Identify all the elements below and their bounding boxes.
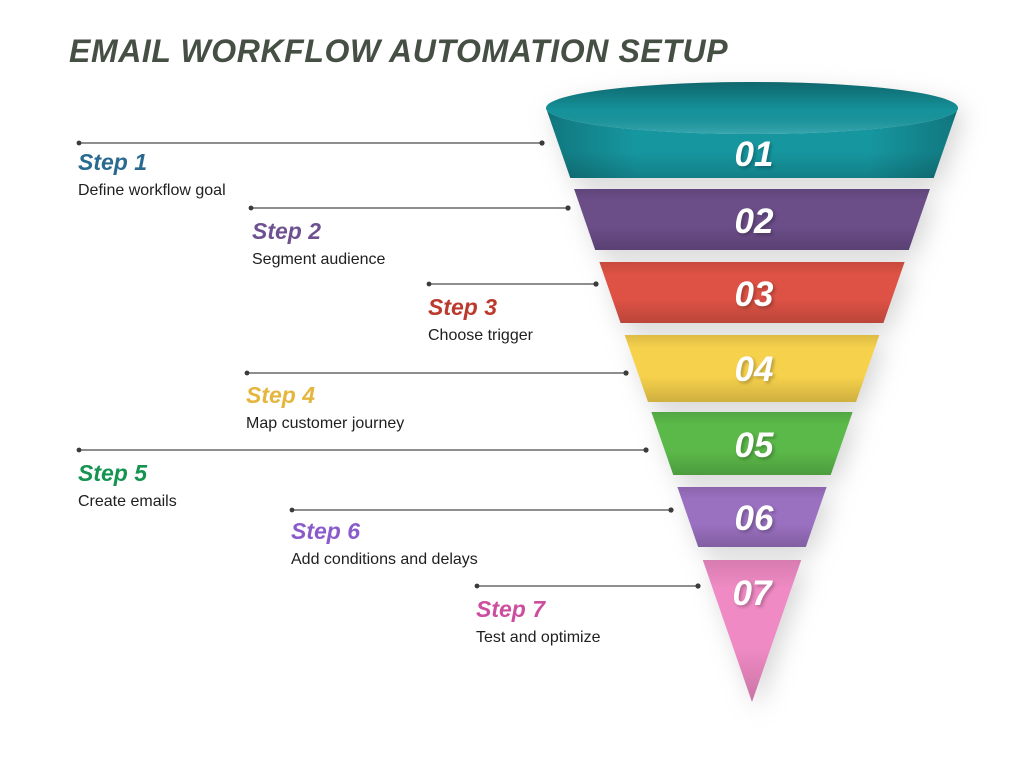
connector-line-1 (76, 140, 545, 146)
step-1-heading: Step 1 (78, 149, 148, 175)
step-number-5: 05 (735, 426, 774, 465)
step-6-block: Step 6 Add conditions and delays (291, 518, 478, 569)
funnel-segment-4 (624, 335, 880, 402)
connector-line-3 (426, 281, 599, 287)
step-number-4: 04 (735, 350, 774, 389)
funnel-segment-6 (677, 487, 827, 547)
step-number-7: 07 (733, 574, 773, 613)
step-4-heading: Step 4 (246, 382, 316, 408)
step-1-description: Define workflow goal (78, 182, 226, 200)
step-2-block: Step 2 Segment audience (252, 218, 386, 269)
step-number-2: 02 (735, 202, 774, 241)
step-7-heading: Step 7 (476, 596, 546, 622)
funnel-segment-7 (702, 560, 802, 702)
funnel-segment-3 (599, 262, 905, 323)
connector-line-5 (76, 447, 649, 453)
step-5-heading: Step 5 (78, 460, 148, 486)
funnel-segment-1 (546, 82, 958, 178)
connector-line-7 (474, 583, 701, 589)
step-number-3: 03 (735, 275, 774, 314)
connector-line-6 (289, 507, 674, 513)
step-5-description: Create emails (78, 493, 177, 511)
step-3-description: Choose trigger (428, 327, 533, 345)
step-4-description: Map customer journey (246, 415, 405, 433)
step-4-block: Step 4 Map customer journey (246, 382, 405, 433)
funnel-segment-2 (574, 189, 930, 250)
step-3-heading: Step 3 (428, 294, 498, 320)
step-number-6: 06 (735, 499, 774, 538)
step-5-block: Step 5 Create emails (78, 460, 177, 511)
step-6-heading: Step 6 (291, 518, 361, 544)
page-title: EMAIL WORKFLOW AUTOMATION SETUP (69, 33, 729, 69)
step-3-block: Step 3 Choose trigger (428, 294, 533, 345)
step-6-description: Add conditions and delays (291, 551, 478, 569)
step-7-block: Step 7 Test and optimize (476, 596, 601, 647)
connector-line-4 (244, 370, 629, 376)
connector-line-2 (248, 205, 571, 211)
step-2-description: Segment audience (252, 251, 386, 269)
step-7-description: Test and optimize (476, 629, 601, 647)
step-1-block: Step 1 Define workflow goal (78, 149, 226, 200)
step-2-heading: Step 2 (252, 218, 322, 244)
funnel-segment-5 (651, 412, 853, 475)
step-number-1: 01 (735, 135, 774, 174)
